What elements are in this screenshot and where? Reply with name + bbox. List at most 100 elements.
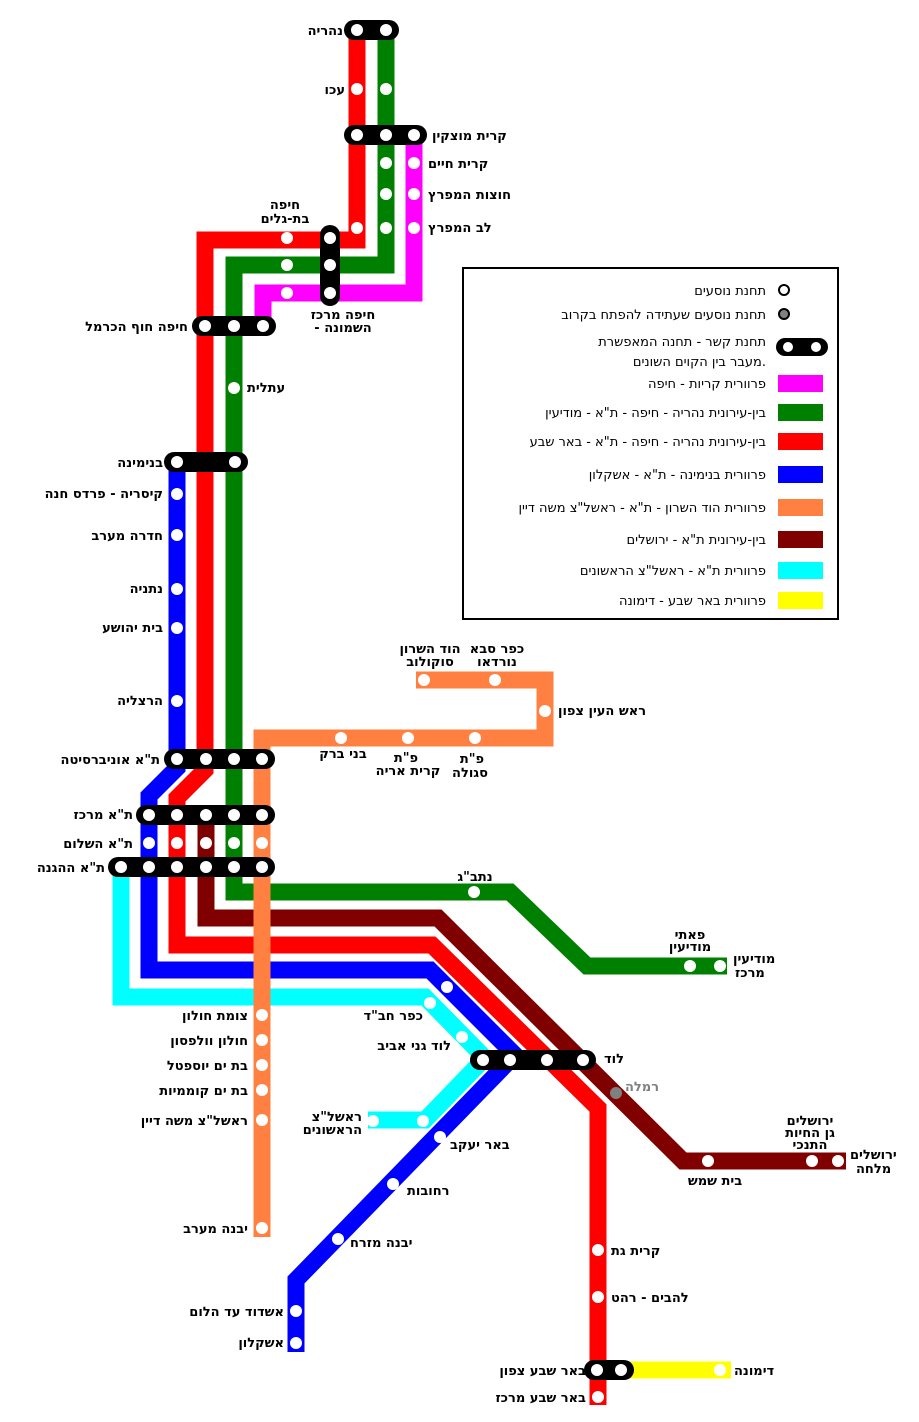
station-dot[interactable]	[592, 1244, 604, 1256]
station-dot[interactable]	[441, 981, 453, 993]
station-label: לוד	[604, 1052, 624, 1067]
station-dot[interactable]	[256, 1009, 268, 1021]
line-green-nahariya-modiin	[225, 30, 727, 975]
station-dot[interactable]	[351, 222, 363, 234]
station-dot[interactable]	[256, 837, 268, 849]
station-dot[interactable]	[832, 1155, 844, 1167]
station-dot[interactable]	[171, 529, 183, 541]
station-dot[interactable]	[702, 1155, 714, 1167]
station-label: נתב"ג	[457, 870, 492, 885]
station-dot[interactable]	[592, 1391, 604, 1403]
station-dot[interactable]	[434, 1131, 446, 1143]
station-dot[interactable]	[335, 732, 347, 744]
station-dot[interactable]	[256, 1034, 268, 1046]
station-label: הוד השרון	[399, 642, 460, 657]
station-label: להבים - רהט	[611, 1291, 689, 1306]
station-dot[interactable]	[456, 1031, 468, 1043]
station-dot[interactable]	[171, 837, 183, 849]
interchange-station[interactable]	[470, 1050, 596, 1070]
planned-station-dot[interactable]	[610, 1087, 622, 1099]
station-label: ת"א מרכז	[74, 808, 133, 823]
station-label: עכו	[325, 83, 345, 98]
station-label: קרית אריה	[376, 764, 441, 779]
station-label: לוד גני אביב	[377, 1039, 451, 1054]
station-dot[interactable]	[171, 488, 183, 500]
station-label: הרצליה	[117, 694, 163, 709]
station-icon	[778, 284, 790, 296]
station-dot	[200, 861, 212, 873]
station-dot[interactable]	[469, 732, 481, 744]
station-dot[interactable]	[380, 157, 392, 169]
station-label: באר שבע צפון	[499, 1364, 586, 1379]
station-dot[interactable]	[256, 1114, 268, 1126]
station-dot	[591, 1364, 603, 1376]
station-dot[interactable]	[351, 83, 363, 95]
station-dot	[577, 1054, 589, 1066]
station-label: קרית חיים	[428, 157, 488, 172]
station-dot[interactable]	[418, 674, 430, 686]
station-dot[interactable]	[468, 886, 480, 898]
station-dot[interactable]	[424, 997, 436, 1009]
station-dot	[171, 861, 183, 873]
line-blue-binyamina-ashkelon	[140, 462, 527, 1352]
station-dot[interactable]	[380, 222, 392, 234]
station-dot[interactable]	[171, 583, 183, 595]
station-dot[interactable]	[367, 1115, 379, 1127]
station-dot[interactable]	[408, 157, 420, 169]
station-dot[interactable]	[281, 287, 293, 299]
station-dot[interactable]	[592, 1291, 604, 1303]
station-label: דימונה	[734, 1364, 775, 1379]
station-dot[interactable]	[387, 1178, 399, 1190]
station-dot	[256, 809, 268, 821]
station-label: מלחה	[856, 1162, 891, 1177]
legend-line-label: בין-עירונית ת"א - ירושלים	[627, 533, 766, 548]
station-dot[interactable]	[256, 1084, 268, 1096]
station-dot	[324, 287, 336, 299]
interchange-station[interactable]	[164, 749, 275, 769]
station-dot[interactable]	[228, 382, 240, 394]
station-dot[interactable]	[489, 674, 501, 686]
interchange-station[interactable]	[108, 857, 275, 877]
station-label: קיסריה - פרדס חנה	[45, 487, 163, 502]
station-dot[interactable]	[290, 1305, 302, 1317]
station-label: סגולה	[452, 766, 488, 781]
station-label: באר שבע מרכז	[495, 1391, 586, 1406]
station-dot[interactable]	[380, 83, 392, 95]
station-dot[interactable]	[228, 837, 240, 849]
station-dot[interactable]	[281, 259, 293, 271]
station-dot[interactable]	[171, 622, 183, 634]
station-dot[interactable]	[402, 732, 414, 744]
station-dot[interactable]	[539, 705, 551, 717]
station-label: יבנה מזרח	[350, 1236, 412, 1251]
station-dot[interactable]	[143, 837, 155, 849]
legend-swatch	[778, 404, 823, 421]
station-dot[interactable]	[684, 960, 696, 972]
station-dot[interactable]	[171, 695, 183, 707]
interchange-station[interactable]	[164, 452, 248, 472]
station-label: פ"ת	[460, 752, 484, 767]
station-dot[interactable]	[408, 188, 420, 200]
station-dot[interactable]	[200, 837, 212, 849]
station-dot[interactable]	[417, 1115, 429, 1127]
station-dot	[171, 809, 183, 821]
station-dot[interactable]	[281, 232, 293, 244]
station-dot[interactable]	[332, 1233, 344, 1245]
station-dot[interactable]	[256, 1222, 268, 1234]
station-label: חיפה	[270, 198, 300, 213]
station-dot[interactable]	[714, 1364, 726, 1376]
station-dot[interactable]	[806, 1155, 818, 1167]
station-label: ראש העין צפון	[558, 704, 646, 719]
interchange-icon-dot	[783, 342, 793, 352]
legend-line-label: פרוורית בנימינה - ת"א - אשקלון	[589, 468, 766, 483]
station-dot[interactable]	[714, 960, 726, 972]
station-label: חיפה מרכז	[311, 308, 376, 323]
station-label: בת ים קוממיות	[159, 1084, 248, 1099]
station-dot[interactable]	[256, 1059, 268, 1071]
legend: תחנת נוסעים תחנת נוסעים שעתידה להפתח בקר…	[462, 267, 839, 620]
legend-swatch	[778, 433, 823, 450]
station-dot[interactable]	[380, 188, 392, 200]
station-dot[interactable]	[290, 1337, 302, 1349]
station-label: רחובות	[407, 1184, 450, 1199]
station-dot[interactable]	[408, 222, 420, 234]
station-dot	[256, 753, 268, 765]
